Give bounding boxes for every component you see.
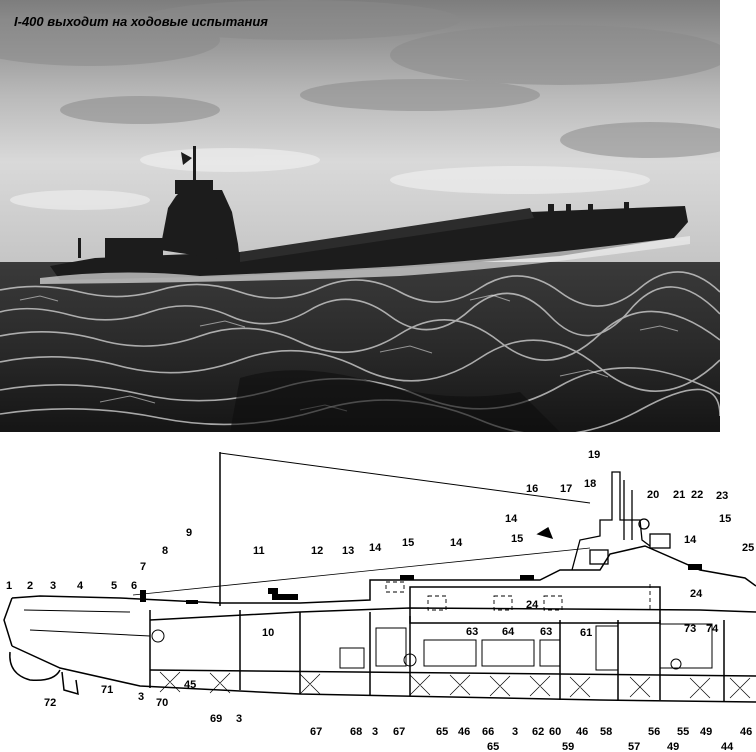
callout-55: 55 — [677, 726, 689, 738]
callout-4: 4 — [77, 580, 84, 592]
callout-15: 15 — [719, 513, 731, 525]
callout-46: 46 — [740, 726, 752, 738]
callout-14: 14 — [505, 513, 518, 525]
callout-20: 20 — [647, 489, 659, 501]
callout-18: 18 — [584, 478, 596, 490]
callout-22: 22 — [691, 489, 703, 501]
callout-3: 3 — [372, 726, 378, 738]
callout-67: 67 — [310, 726, 322, 738]
callout-2: 2 — [27, 580, 33, 592]
tanks — [385, 581, 651, 611]
callout-64: 64 — [502, 626, 515, 638]
machinery — [23, 609, 713, 671]
callout-58: 58 — [600, 726, 612, 738]
callout-69: 69 — [210, 713, 222, 725]
callout-60: 60 — [549, 726, 561, 738]
double-bottom — [159, 671, 751, 699]
callout-14: 14 — [369, 542, 382, 554]
callout-3: 3 — [236, 713, 242, 725]
hull-outline — [3, 452, 756, 703]
callout-68: 68 — [350, 726, 362, 738]
callout-3: 3 — [50, 580, 56, 592]
callout-3: 3 — [138, 691, 144, 703]
callout-3: 3 — [512, 726, 518, 738]
callout-44: 44 — [721, 741, 734, 752]
callout-56: 56 — [648, 726, 660, 738]
callout-10: 10 — [262, 627, 274, 639]
callout-46: 46 — [458, 726, 470, 738]
callout-71: 71 — [101, 684, 113, 696]
callout-49: 49 — [667, 741, 679, 752]
callout-70: 70 — [156, 697, 168, 709]
callout-24: 24 — [526, 599, 539, 611]
callout-7: 7 — [140, 561, 146, 573]
callout-11: 11 — [253, 545, 265, 557]
callout-45: 45 — [184, 679, 196, 691]
photo-caption: I-400 выходит на ходовые испытания — [14, 14, 268, 29]
callout-65: 65 — [436, 726, 448, 738]
callout-8: 8 — [162, 545, 168, 557]
callout-14: 14 — [684, 534, 697, 546]
callout-9: 9 — [186, 527, 192, 539]
callout-12: 12 — [311, 545, 323, 557]
callout-1: 1 — [6, 580, 12, 592]
callout-49: 49 — [700, 726, 712, 738]
callout-46: 46 — [576, 726, 588, 738]
callout-67: 67 — [393, 726, 405, 738]
callout-66: 66 — [482, 726, 494, 738]
callout-72: 72 — [44, 697, 56, 709]
photo-clouds — [0, 0, 720, 158]
submarine-photo — [0, 0, 720, 432]
callout-61: 61 — [580, 627, 592, 639]
callout-15: 15 — [511, 533, 523, 545]
callout-62: 62 — [532, 726, 544, 738]
conning-tower — [536, 471, 671, 571]
callout-59: 59 — [562, 741, 574, 752]
callout-74: 74 — [706, 623, 719, 635]
callout-6: 6 — [131, 580, 137, 592]
callout-25: 25 — [742, 542, 754, 554]
callout-23: 23 — [716, 490, 728, 502]
callout-19: 19 — [588, 449, 600, 461]
callout-57: 57 — [628, 741, 640, 752]
callout-65: 65 — [487, 741, 499, 752]
callout-5: 5 — [111, 580, 117, 592]
deck-equipment — [140, 564, 702, 604]
photo-submarine — [50, 146, 688, 280]
callout-15: 15 — [402, 537, 414, 549]
callout-63: 63 — [466, 626, 478, 638]
callout-24: 24 — [690, 588, 703, 600]
callout-73: 73 — [684, 623, 696, 635]
callout-21: 21 — [673, 489, 685, 501]
callout-17: 17 — [560, 483, 572, 495]
callout-63: 63 — [540, 626, 552, 638]
callout-14: 14 — [450, 537, 463, 549]
callout-13: 13 — [342, 545, 354, 557]
callout-16: 16 — [526, 483, 538, 495]
